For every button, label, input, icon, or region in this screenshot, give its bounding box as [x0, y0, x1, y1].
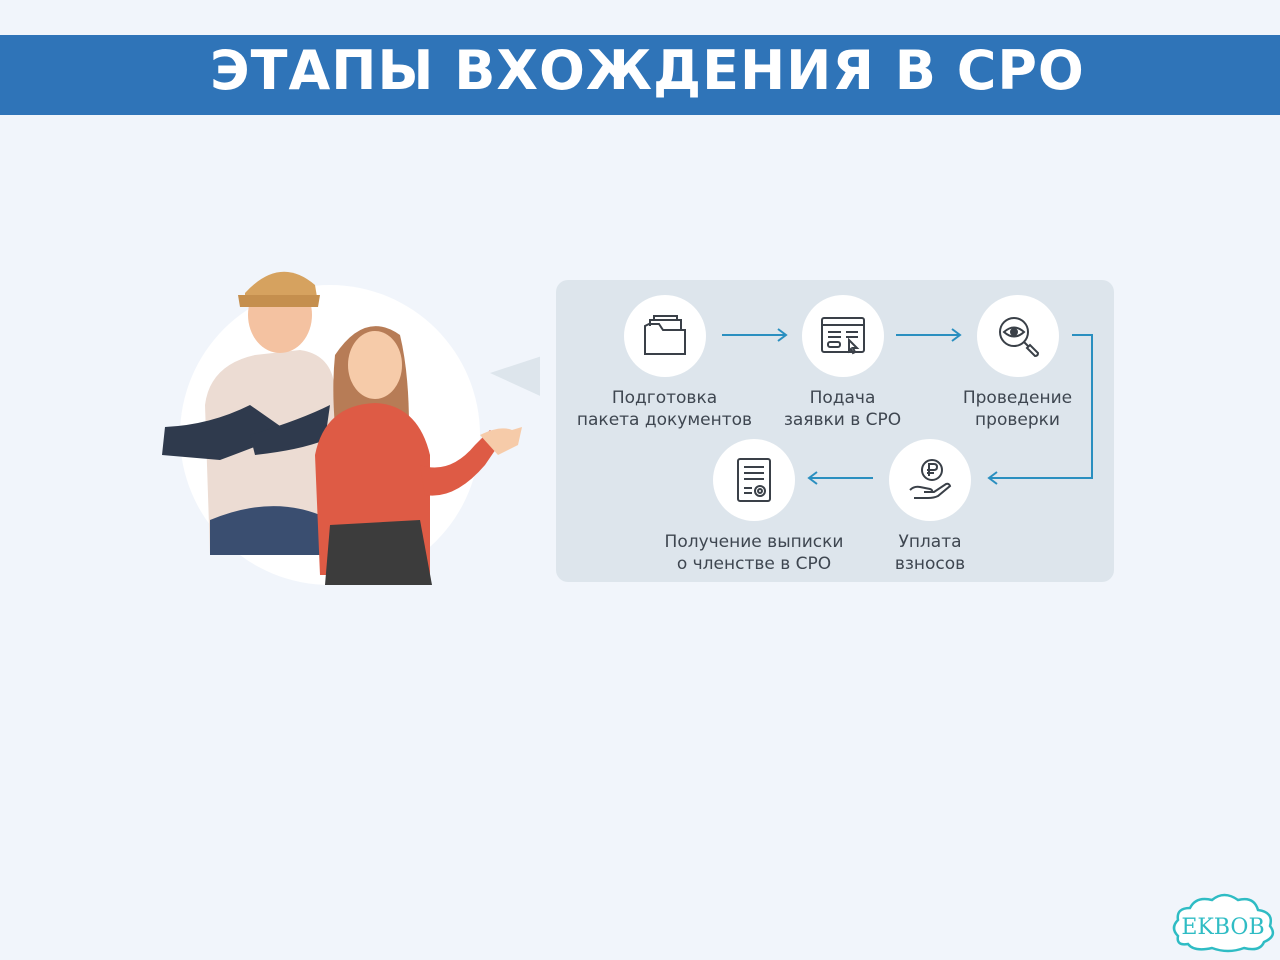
step-pay-fees: Уплата взносов	[875, 439, 985, 575]
man-figure	[162, 271, 335, 555]
woman-figure	[315, 326, 522, 585]
svg-text:EKBOB: EKBOB	[1181, 915, 1264, 940]
step-icon-circle	[623, 295, 706, 377]
step-label: Уплата взносов	[894, 532, 966, 574]
step-icon-circle	[801, 295, 884, 377]
step-label: Подготовка пакета документов	[576, 388, 753, 430]
header-banner	[0, 35, 1280, 115]
folder-icon	[643, 315, 686, 355]
arrow-step2-to-step3	[896, 328, 962, 342]
step-label: Проведение проверки	[962, 388, 1073, 430]
step-prepare-documents: Подготовка пакета документов	[567, 295, 762, 431]
step-receive-certificate: Получение выписки о членстве в СРО	[650, 439, 858, 575]
step-icon-circle	[976, 295, 1059, 377]
step-inspection: Проведение проверки	[940, 295, 1095, 431]
arrow-step1-to-step2	[722, 328, 788, 342]
ruble-coin-hand-icon	[909, 459, 952, 499]
step-icon-circle	[713, 439, 795, 521]
certificate-document-icon	[737, 458, 771, 502]
people-illustration	[162, 271, 540, 585]
step-label: Подача заявки в СРО	[783, 388, 902, 430]
step-label: Получение выписки о членстве в СРО	[664, 532, 844, 574]
magnifier-eye-icon	[998, 317, 1039, 358]
ekbob-watermark-logo: EKBOB	[1172, 893, 1275, 953]
step-icon-circle	[889, 439, 971, 521]
step-submit-application: Подача заявки в СРО	[760, 295, 925, 431]
arrow-step4-to-step5	[807, 471, 873, 485]
page-title: ЭТАПЫ ВХОЖДЕНИЯ В СРО	[210, 39, 1085, 102]
application-form-icon	[820, 317, 865, 355]
arrow-step3-to-step4	[987, 334, 1093, 485]
